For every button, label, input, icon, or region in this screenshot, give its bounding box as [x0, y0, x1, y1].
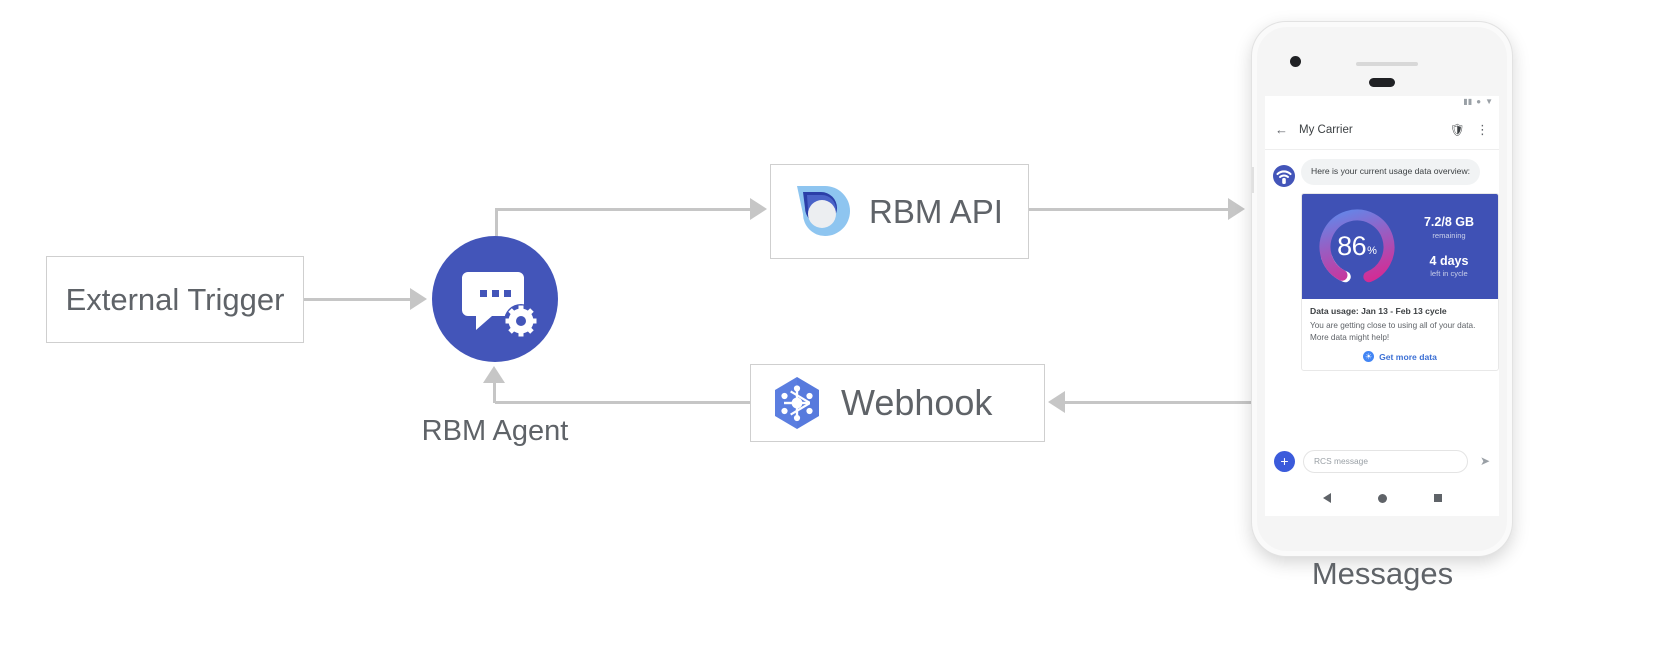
- external-trigger-label: External Trigger: [65, 281, 285, 317]
- card-description: You are getting close to using all of yo…: [1310, 321, 1476, 342]
- data-usage-gauge: 86 %: [1308, 201, 1406, 293]
- arrow-head-agent-to-api: [750, 198, 767, 220]
- android-nav-bar: [1265, 484, 1499, 512]
- arrow-head-phone-to-webhook: [1048, 391, 1065, 413]
- external-trigger-node[interactable]: External Trigger: [46, 256, 304, 343]
- rbm-api-label: RBM API: [869, 192, 1003, 230]
- phone-sensor: [1369, 78, 1395, 87]
- rbm-api-logo-icon: [789, 180, 853, 244]
- rbm-agent-label: RBM Agent: [421, 415, 569, 447]
- rbm-agent-node[interactable]: [432, 236, 558, 362]
- hero-stats: 7.2/8 GB remaining 4 days left in cycle: [1406, 215, 1492, 278]
- app-bar: ← My Carrier 🛡 ⋮: [1265, 110, 1499, 150]
- card-title: Data usage: Jan 13 - Feb 13 cycle: [1310, 306, 1447, 316]
- arrow-webhook-to-agent-stem: [493, 383, 496, 403]
- gauge-unit: %: [1367, 244, 1377, 257]
- phone-device: ▮▮ ● ▼ ← My Carrier 🛡 ⋮: [1252, 22, 1512, 556]
- agent-message-row: Here is your current usage data overview…: [1273, 159, 1491, 187]
- more-vert-icon[interactable]: ⋮: [1476, 122, 1489, 137]
- rbm-api-node[interactable]: RBM API: [770, 164, 1029, 259]
- card-hero: 86 % 7.2/8 GB remaining 4 days left in c…: [1302, 194, 1498, 299]
- add-attachment-button[interactable]: +: [1274, 450, 1295, 472]
- rcs-agent-wifi-icon: [1273, 165, 1295, 187]
- arrow-head-webhook-to-agent: [483, 366, 505, 383]
- webhook-hexagon-icon: [767, 373, 827, 433]
- wifi-dot-icon: ●: [1476, 97, 1482, 106]
- arrow-webhook-to-agent: [495, 401, 751, 404]
- message-composer: + RCS message ➤: [1265, 442, 1499, 480]
- nav-home-icon[interactable]: [1377, 493, 1387, 503]
- get-more-data-label: Get more data: [1379, 351, 1437, 362]
- phone-speaker-grill: [1356, 62, 1418, 66]
- data-remaining-caption: remaining: [1432, 230, 1466, 240]
- arrow-head-trigger-to-agent: [410, 288, 427, 310]
- greeting-bubble: Here is your current usage data overview…: [1301, 159, 1481, 185]
- arrow-agent-to-api: [495, 208, 750, 211]
- messages-label: Messages: [1311, 556, 1454, 591]
- status-bar: ▮▮ ● ▼: [1463, 98, 1493, 106]
- plus-icon: +: [1280, 453, 1289, 469]
- days-left-value: 4 days: [1429, 253, 1469, 268]
- webhook-node[interactable]: Webhook: [750, 364, 1045, 442]
- send-icon[interactable]: ➤: [1479, 454, 1490, 468]
- conversation-title: My Carrier: [1299, 123, 1353, 136]
- phone-side-button[interactable]: [1252, 167, 1254, 193]
- nav-back-icon[interactable]: [1322, 493, 1331, 503]
- card-body: Data usage: Jan 13 - Feb 13 cycle You ar…: [1302, 299, 1498, 370]
- nav-recents-icon[interactable]: [1433, 494, 1442, 502]
- shield-check-icon: 🛡: [1449, 122, 1465, 137]
- webhook-label: Webhook: [841, 382, 993, 423]
- arrow-back-icon[interactable]: ←: [1275, 122, 1288, 137]
- arrow-agent-up-stem: [495, 208, 498, 242]
- arrow-api-to-phone: [1029, 208, 1241, 211]
- arrow-phone-to-webhook: [1065, 401, 1255, 404]
- gauge-value-group: 86 %: [1308, 201, 1406, 293]
- gauge-value: 86: [1337, 231, 1367, 261]
- message-input[interactable]: RCS message: [1303, 449, 1468, 473]
- data-remaining-value: 7.2/8 GB: [1423, 215, 1475, 230]
- phone-camera-icon: [1290, 56, 1301, 67]
- get-more-data-button[interactable]: ☀ Get more data: [1310, 351, 1490, 364]
- rich-card[interactable]: 86 % 7.2/8 GB remaining 4 days left in c…: [1301, 193, 1499, 372]
- globe-icon: ☀: [1363, 351, 1375, 363]
- battery-icon: ▼: [1485, 97, 1493, 106]
- chat-gear-icon: [462, 272, 538, 338]
- days-left-caption: left in cycle: [1430, 268, 1468, 278]
- message-input-placeholder: RCS message: [1314, 456, 1368, 466]
- phone-screen: ▮▮ ● ▼ ← My Carrier 🛡 ⋮: [1265, 96, 1499, 516]
- signal-icon: ▮▮: [1463, 97, 1473, 106]
- conversation-thread: Here is your current usage data overview…: [1265, 151, 1499, 461]
- arrow-trigger-to-agent: [304, 298, 410, 301]
- arrow-head-api-to-phone: [1228, 198, 1245, 220]
